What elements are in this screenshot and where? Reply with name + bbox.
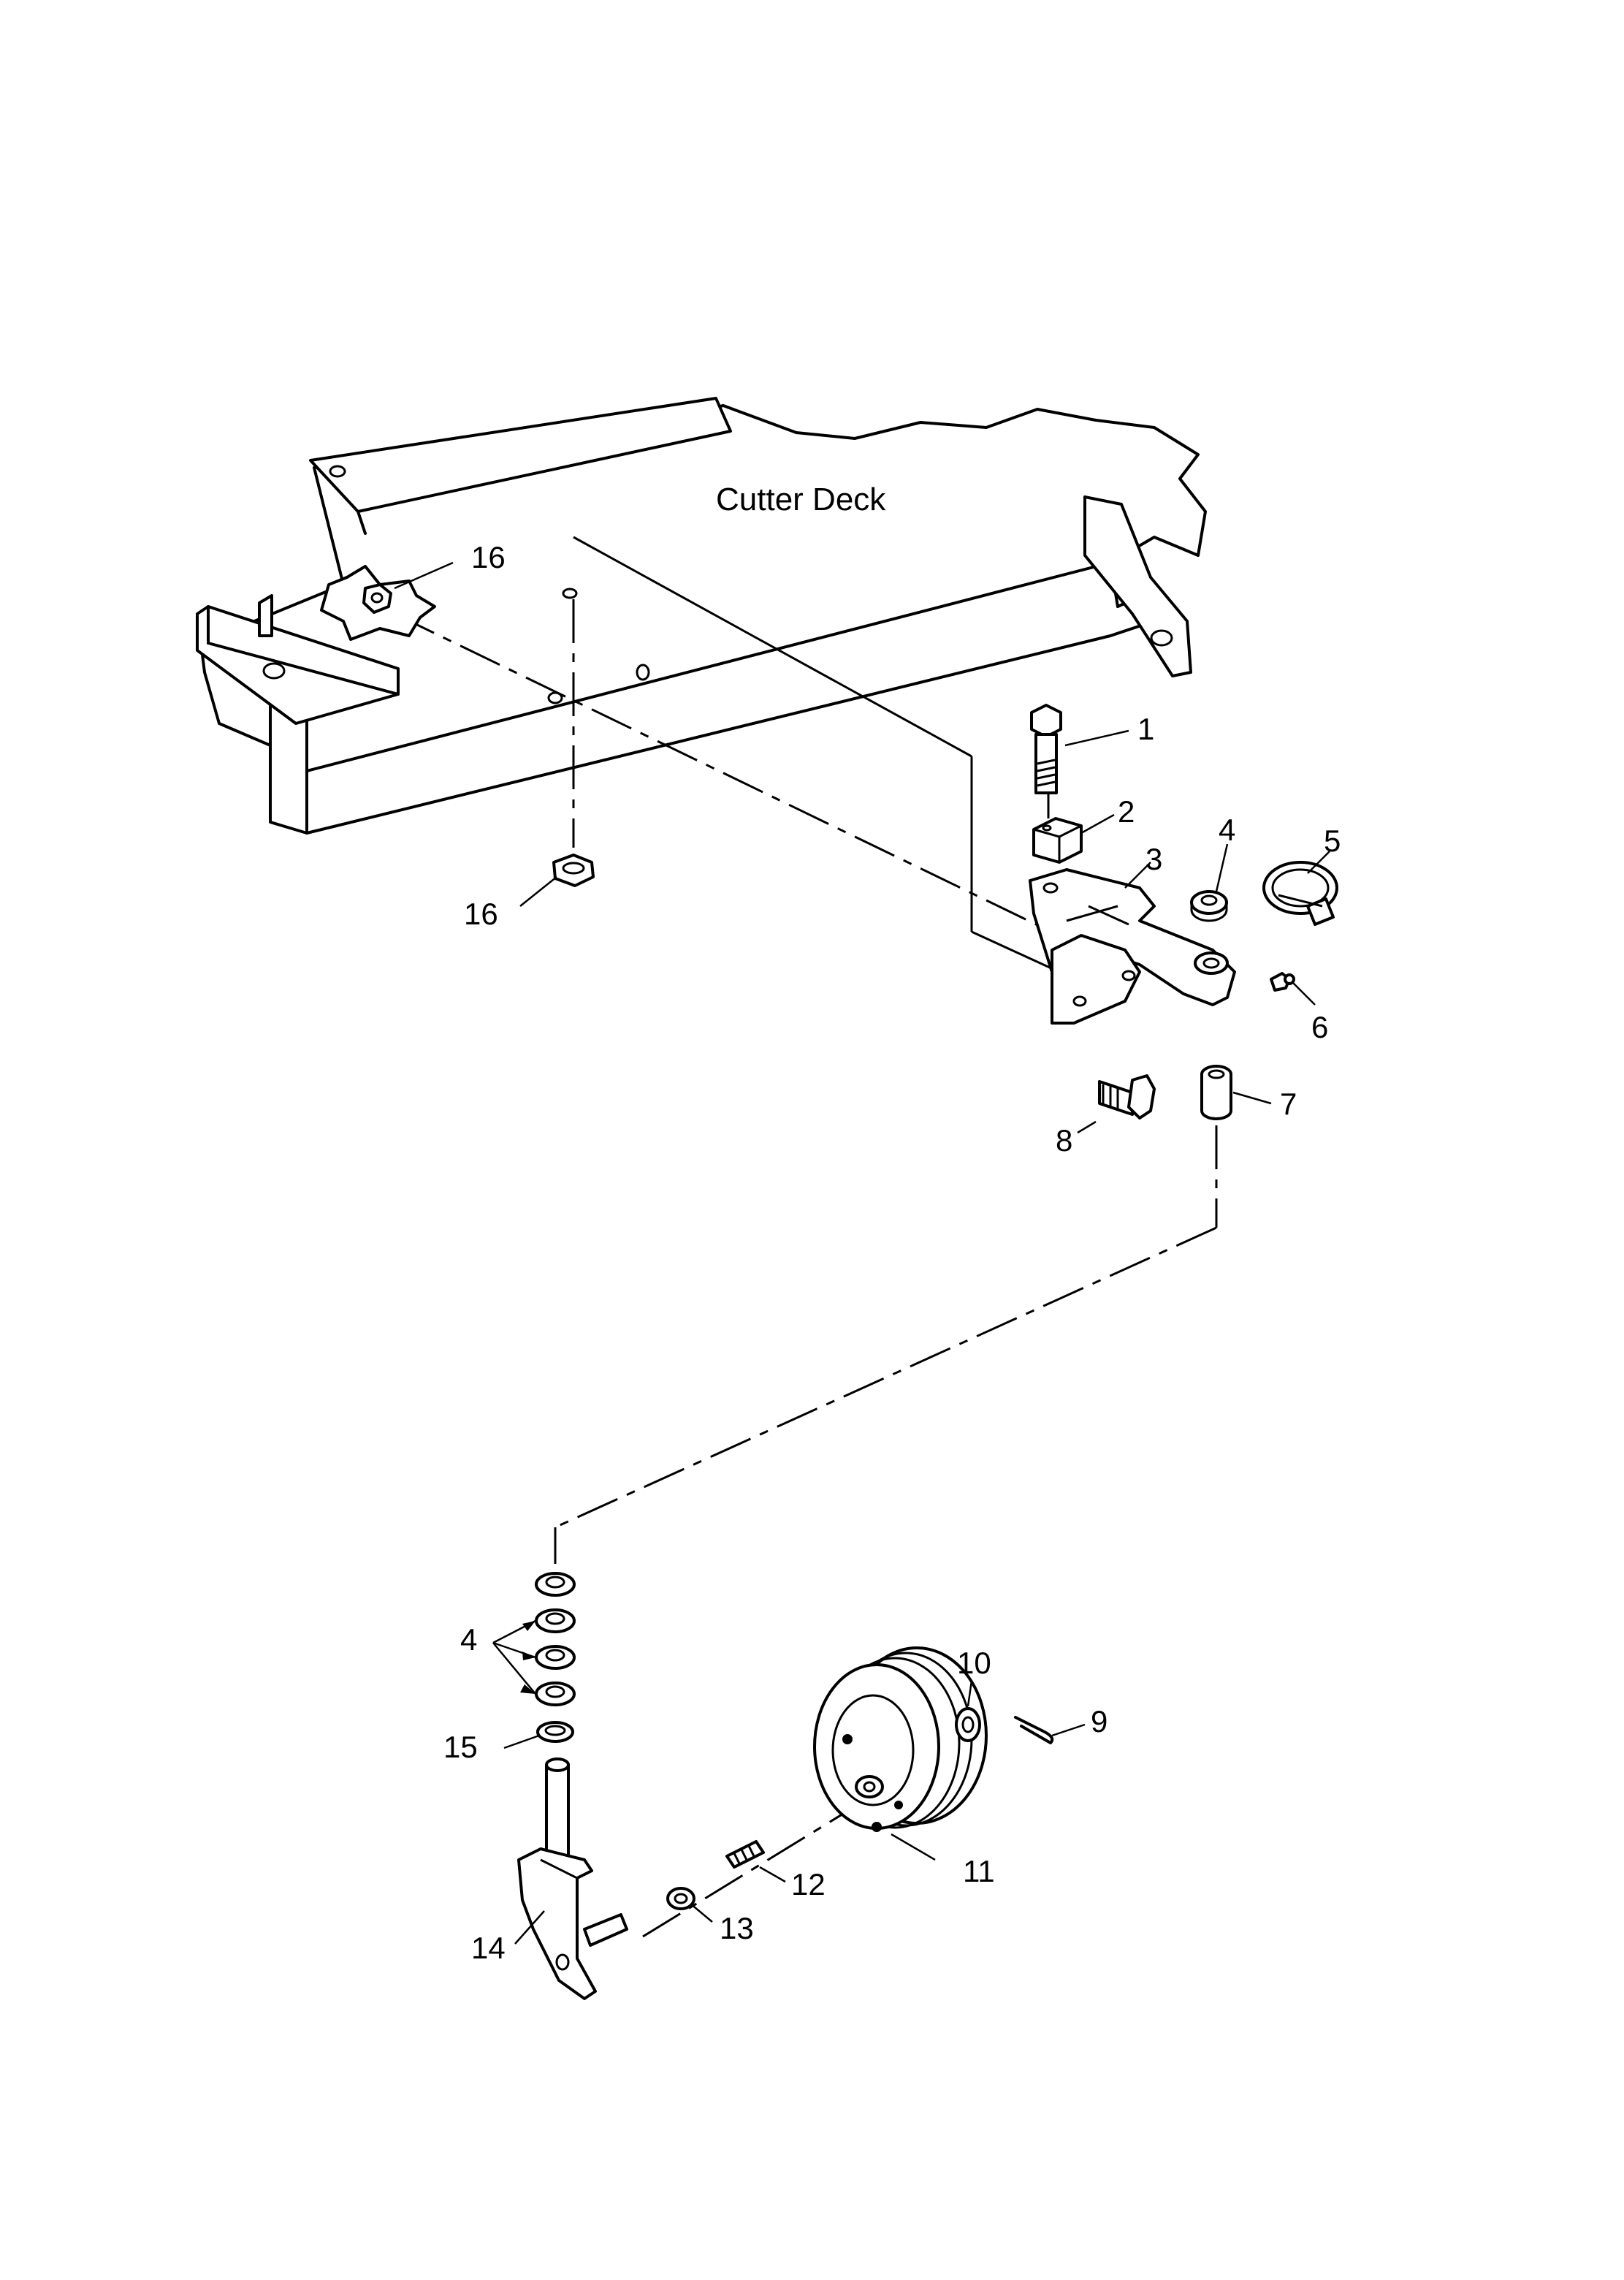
cutter-deck: Cutter Deck	[196, 397, 1207, 835]
callout-labels: 1 2 3 4 5 6 7 8 9 10 11 12 13 14 15 4 16…	[443, 540, 1341, 1965]
callout-13: 13	[720, 1911, 754, 1945]
callout-10: 10	[957, 1646, 991, 1680]
part-12-bearing-spacer	[725, 1840, 765, 1869]
part-5-lynch-pin	[1262, 861, 1338, 926]
callout-9: 9	[1091, 1704, 1108, 1738]
callout-4-upper: 4	[1219, 813, 1235, 847]
part-3-caster-arm	[1029, 868, 1236, 1025]
deck-label: Cutter Deck	[716, 482, 886, 517]
part-10-washer	[955, 1707, 981, 1742]
part-15-washer	[536, 1721, 574, 1743]
part-6-grease-fitting	[1270, 972, 1295, 992]
callout-12: 12	[791, 1867, 826, 1901]
callout-16-upper: 16	[471, 540, 506, 574]
part-1-bolt	[1030, 704, 1062, 794]
callout-5: 5	[1324, 824, 1341, 858]
callout-7: 7	[1280, 1087, 1297, 1121]
callout-14: 14	[471, 1931, 506, 1965]
part-9-cotter-pin	[1014, 1716, 1054, 1744]
part-8-bolt	[1098, 1074, 1156, 1120]
callout-16-lower: 16	[464, 897, 498, 931]
part-16-lock-nut-upper	[320, 565, 436, 641]
callout-2: 2	[1118, 794, 1135, 829]
callout-3: 3	[1145, 842, 1162, 876]
part-4-washer-stack	[535, 1572, 576, 1706]
part-7-bushing	[1200, 1065, 1232, 1120]
callout-leaders	[394, 561, 1330, 1945]
part-13-washer	[666, 1887, 695, 1910]
callout-6: 6	[1311, 1010, 1328, 1044]
part-16-lock-nut-lower	[552, 854, 595, 887]
part-2-spacer-block	[1032, 817, 1083, 864]
callout-1: 1	[1137, 712, 1154, 746]
part-4-washer-upper	[1190, 890, 1228, 922]
callout-15: 15	[443, 1730, 478, 1764]
callout-4-stack: 4	[460, 1622, 477, 1657]
callout-8: 8	[1056, 1123, 1072, 1158]
callout-11: 11	[963, 1854, 995, 1888]
part-14-caster-fork	[517, 1758, 628, 2000]
